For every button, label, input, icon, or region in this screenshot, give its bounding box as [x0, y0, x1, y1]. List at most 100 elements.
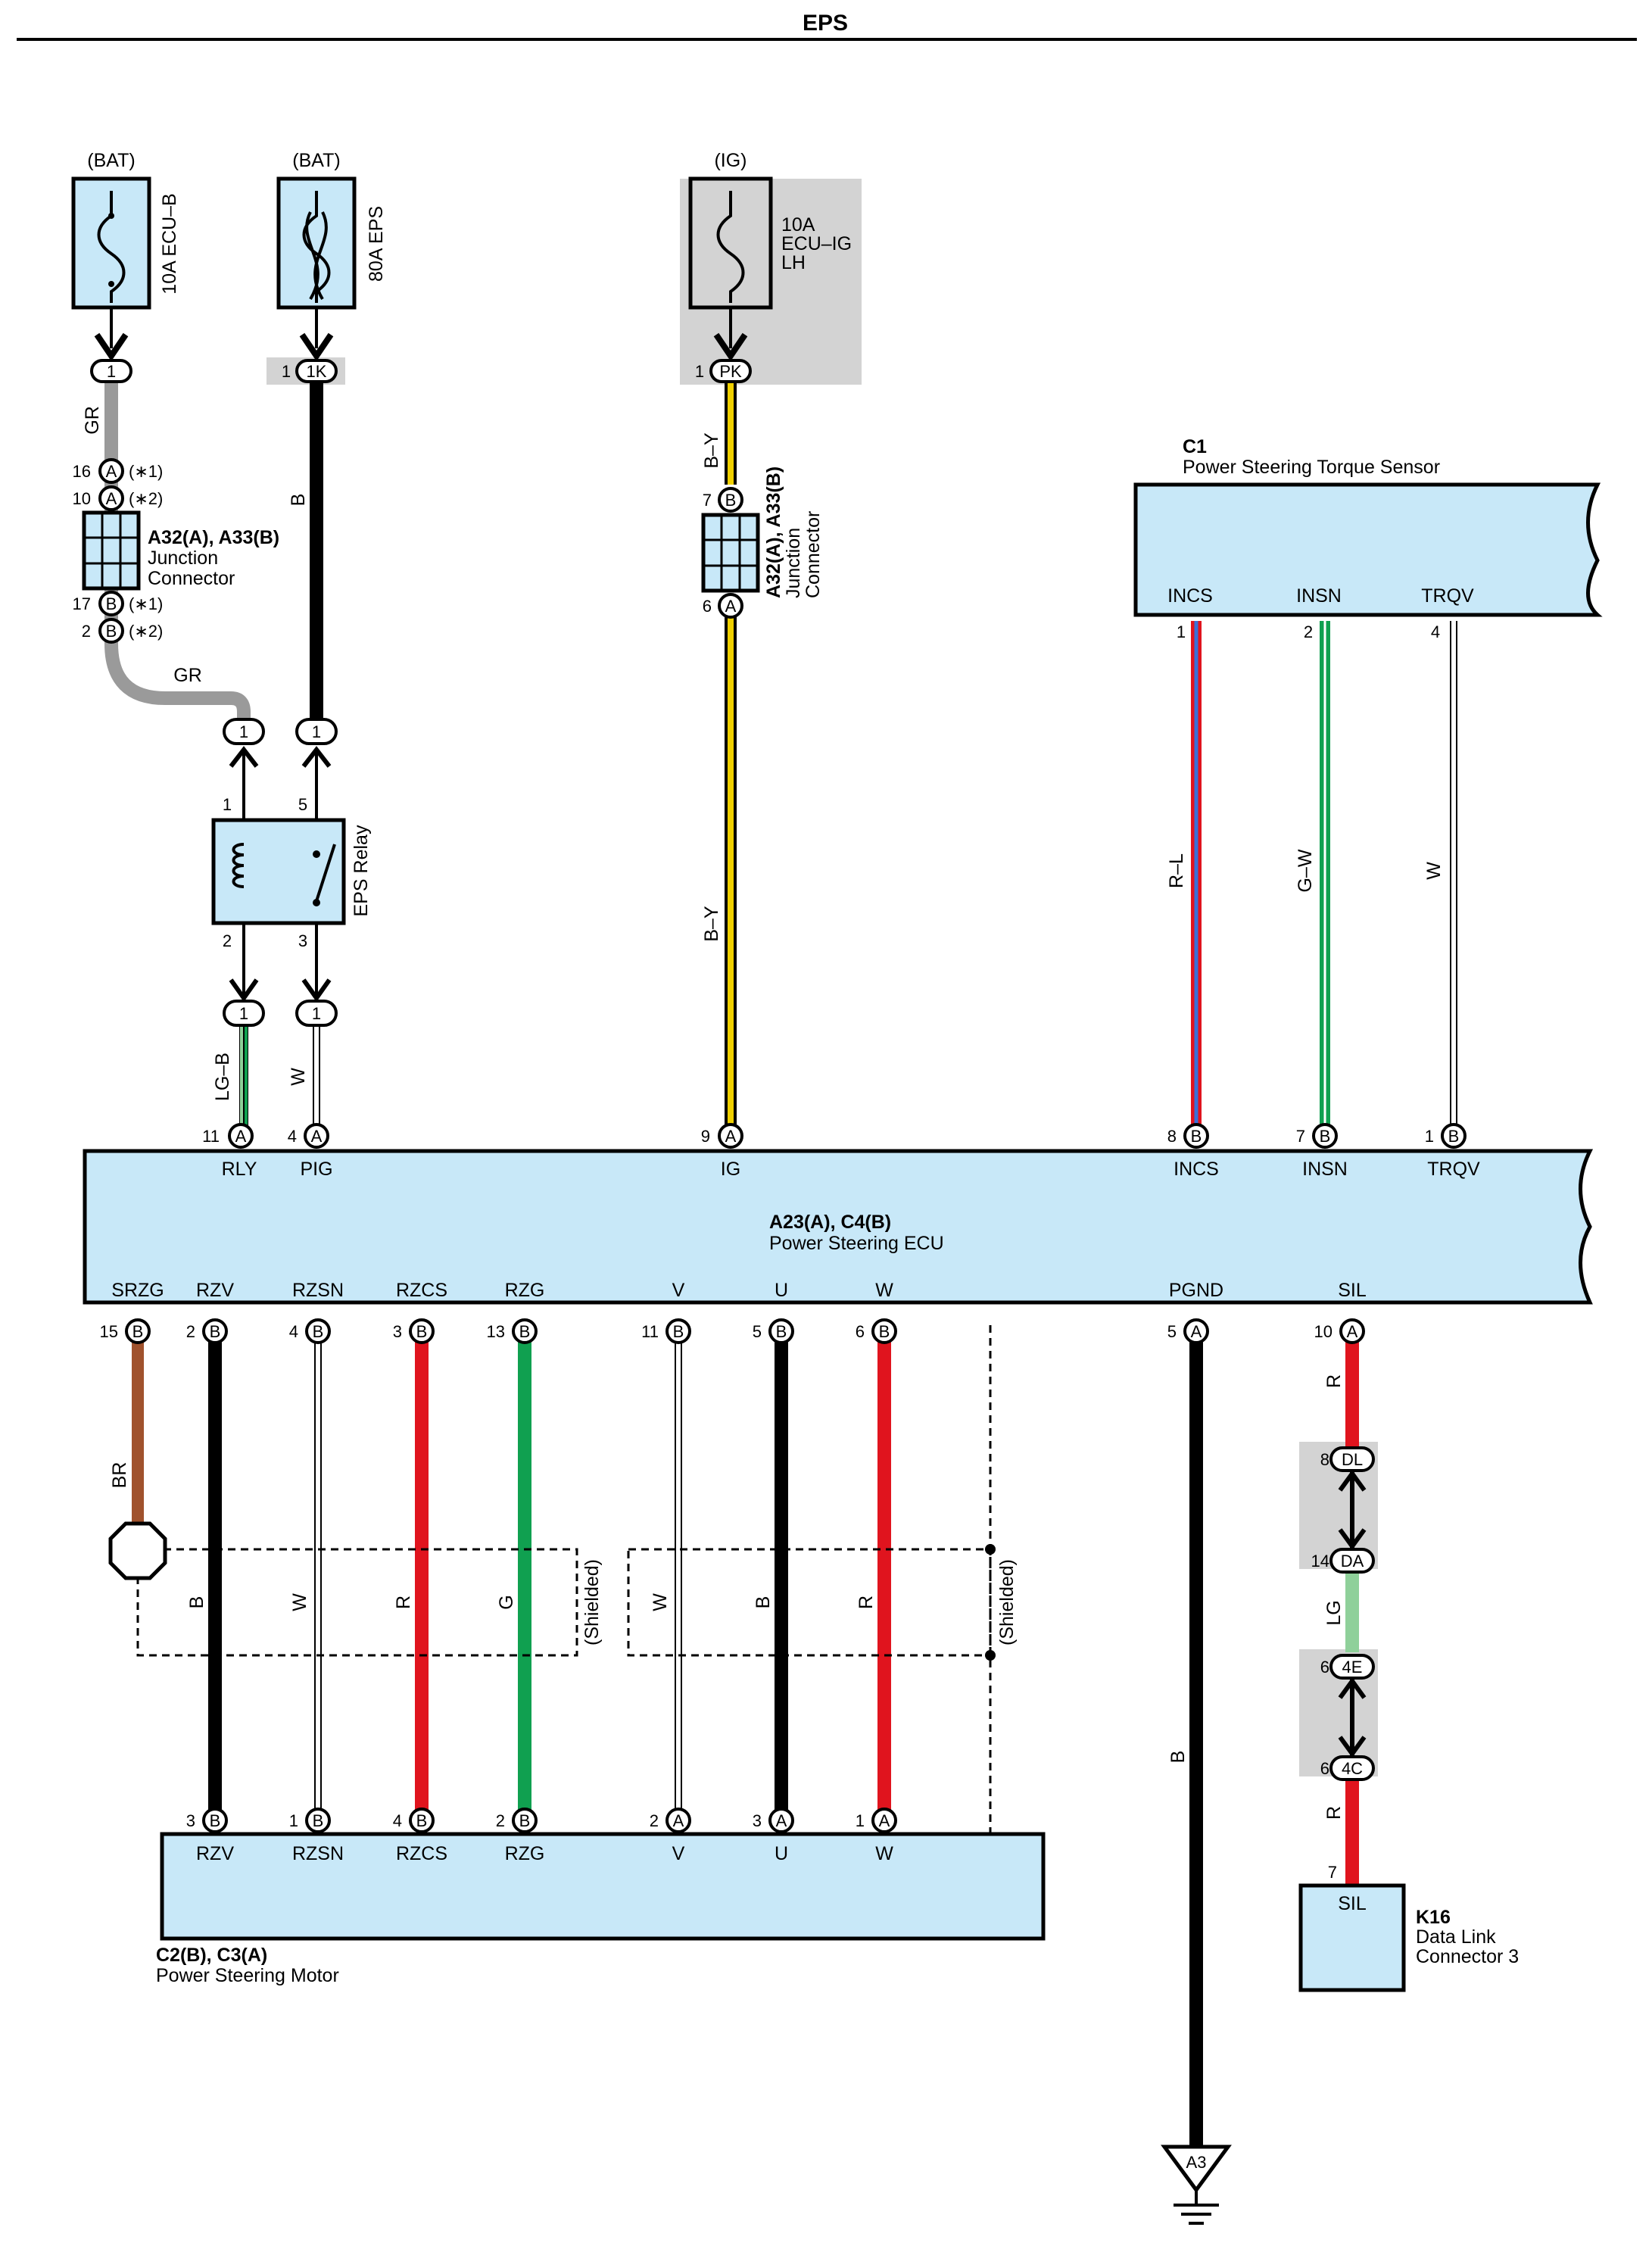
arrow-eps — [299, 332, 334, 362]
ecu-bpin-rzv-label: RZV — [196, 1280, 234, 1301]
ecu-name: Power Steering ECU — [769, 1233, 944, 1254]
wire-label-br: BR — [109, 1462, 130, 1489]
jm-top-letter: B — [725, 491, 737, 510]
fuse-ecuig-element — [716, 191, 745, 303]
ecu-bpin-rzg-letter: B — [519, 1322, 531, 1341]
ecu-bpin-rzcs-letter: B — [416, 1322, 428, 1341]
ecu-pin-rly-circle — [228, 1123, 254, 1149]
jl-pin-2-no: 10 — [73, 489, 91, 508]
ic-da-id: DA — [1341, 1552, 1364, 1571]
jl-pin-2 — [98, 485, 124, 511]
shield-box-phase — [627, 1548, 992, 1657]
ecu-bpin-sil-letter: A — [1347, 1322, 1358, 1341]
ecu-pin-pig-circle — [304, 1123, 329, 1149]
ecu-pin-incs-circle — [1183, 1123, 1209, 1149]
conn-ecuig-pin — [709, 359, 752, 383]
jl-line1: Junction — [148, 547, 218, 569]
dlc-code: K16 — [1416, 1907, 1451, 1928]
arrow-relay-down-1 — [229, 978, 259, 1003]
ts-pin-1-no: 1 — [1177, 622, 1186, 641]
inline-connector-dl: 8 DL — [1320, 1446, 1375, 1492]
fuse-ecub-dot-2 — [108, 281, 114, 287]
dlc-pin-no: 7 — [1328, 1863, 1337, 1882]
relay-contact-1 — [313, 850, 320, 858]
junction-left: A 16 (∗1) A 10 (∗2) B 17 (∗1) B 2 (∗2) A… — [73, 458, 279, 644]
ecu-bpin-srzg-letter: B — [132, 1322, 144, 1341]
arrow-ecub — [94, 332, 129, 362]
ecu-pin-insn-circle — [1312, 1123, 1338, 1149]
motor-pin-w — [871, 1808, 897, 1833]
ecu-pin-rly-no: 11 — [202, 1127, 220, 1146]
ecu-pin-incs-label: INCS — [1174, 1159, 1219, 1180]
fuse-ecub-label: 10A ECU–B — [159, 193, 180, 294]
ecu-top-pin-insn: B 7 INSN — [1296, 1123, 1348, 1180]
ic-4c-arrow — [1338, 1736, 1367, 1758]
ts-pin-2-no: 2 — [1304, 622, 1313, 641]
ecu-pin-ig-letter: A — [725, 1127, 737, 1146]
power-steering-ecu — [83, 1149, 1594, 1305]
arrow-relay-up-1 — [229, 746, 259, 768]
motor-pin-rzsn-label: RZSN — [292, 1843, 344, 1864]
relay-in-conn-2-id: 1 — [312, 722, 321, 741]
ecu-bpin-rzg — [512, 1318, 538, 1344]
jl-pin-3-letter: B — [106, 594, 117, 613]
wire-label-w-v: W — [650, 1593, 671, 1611]
ecu-top-pin-incs: B 8 INCS — [1167, 1123, 1219, 1180]
wire-label-gr-2: GR — [173, 665, 202, 686]
ecu-bpin-v-no: 11 — [641, 1322, 659, 1341]
ecu-bpin-pgnd-label: PGND — [1169, 1280, 1223, 1301]
relay-pin3: 3 — [298, 931, 307, 950]
ecu-pin-ig-label: IG — [721, 1159, 740, 1180]
ecu-top-pin-pig: A 4 PIG — [288, 1123, 333, 1180]
fuse-ecuig-line2: ECU–IG — [781, 233, 852, 254]
relay-in-conn-1 — [223, 718, 265, 745]
jm-line2: Connector — [803, 511, 824, 598]
relay-name: EPS Relay — [351, 825, 372, 916]
power-steering-motor — [160, 1832, 1046, 1941]
ecu-bpin-srzg — [125, 1318, 151, 1344]
jl-pin-2-note: (∗2) — [129, 489, 163, 508]
jl-line2: Connector — [148, 568, 235, 589]
ecu-bpin-w-letter: B — [879, 1322, 890, 1341]
conn-ecuig-pin-id: PK — [719, 362, 742, 381]
ic-4c-body — [1329, 1755, 1375, 1781]
motor-pins: B 3 RZV B 1 RZSN B 4 RZCS B 2 RZG A 2 V … — [186, 1808, 897, 1864]
fuse-ecuig-line1: 10A — [781, 214, 815, 236]
jm-top-pin — [718, 487, 743, 513]
motor-pin-v-no: 2 — [650, 1811, 659, 1830]
ecu-top-pin-rly: A 11 RLY — [202, 1123, 257, 1180]
fuse-eps-label: 80A EPS — [366, 206, 387, 282]
jl-pin-1-letter: A — [106, 462, 117, 481]
ic-da-body — [1329, 1548, 1375, 1574]
motor-pin-w-letter: A — [879, 1811, 890, 1830]
relay-coil — [232, 843, 245, 888]
wire-label-w-pig: W — [288, 1068, 309, 1086]
relay-contact-2 — [313, 899, 320, 906]
ecu-pin-rly-letter: A — [235, 1127, 247, 1146]
torque-sensor-name: Power Steering Torque Sensor — [1183, 457, 1440, 478]
conn-eps-pin-no: 1 — [282, 362, 291, 381]
jm-bot-letter: A — [725, 597, 737, 616]
motor-pin-rzcs — [409, 1808, 435, 1833]
wire-label-gr-1: GR — [82, 406, 103, 435]
conn-eps-pin-id: 1K — [307, 362, 327, 381]
ts-pin-1-label: INCS — [1167, 585, 1213, 607]
ecu-bpin-u-letter: B — [776, 1322, 787, 1341]
relay-switch-blade — [315, 844, 336, 902]
ecu-pin-rly-label: RLY — [222, 1159, 257, 1180]
ecu-bpin-v-label: V — [672, 1280, 685, 1301]
shield-node-1 — [985, 1544, 996, 1555]
motor-pin-rzv-label: RZV — [196, 1843, 234, 1864]
motor-pin-rzcs-letter: B — [416, 1811, 428, 1830]
jl-pin-3-note: (∗1) — [129, 594, 163, 613]
jl-body — [82, 510, 141, 591]
wire-label-by-1: B–Y — [701, 432, 722, 469]
motor-pin-v — [665, 1808, 691, 1833]
jm-line1: Junction — [783, 528, 804, 598]
ecu-bpin-rzcs-no: 3 — [393, 1322, 402, 1341]
ecu-pin-trqv-letter: B — [1448, 1127, 1460, 1146]
relay-pin2: 2 — [223, 931, 232, 950]
jl-pin-4-letter: B — [106, 622, 117, 641]
fuse-ecuig-line3: LH — [781, 252, 806, 273]
